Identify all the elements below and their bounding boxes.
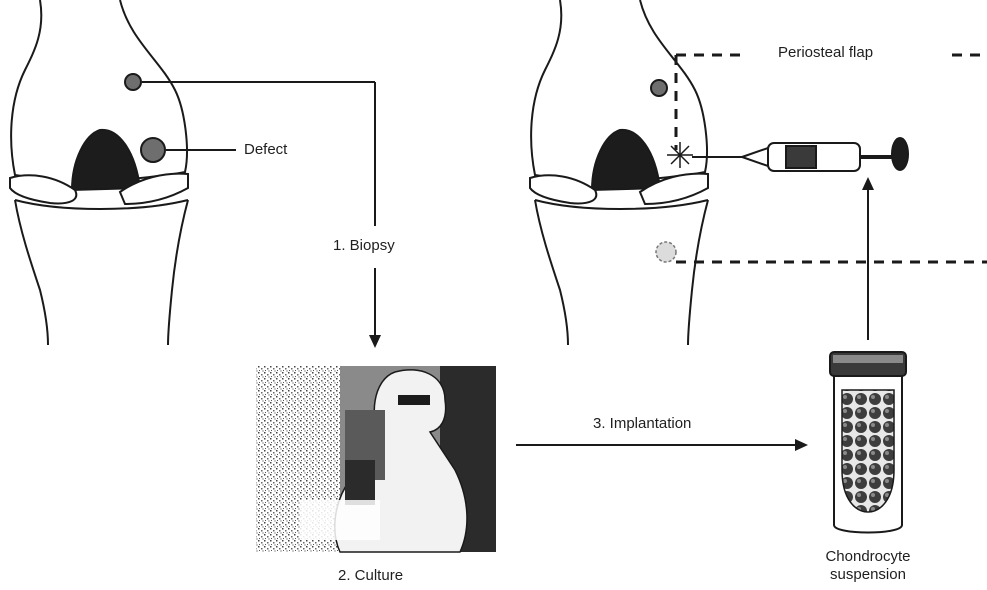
biopsy-label: 1. Biopsy — [333, 237, 395, 254]
implantation-arrowhead — [795, 439, 808, 451]
periosteal-flap-graft — [656, 242, 676, 262]
right-tibia — [535, 200, 708, 345]
right-small-defect — [651, 80, 667, 96]
left-tibia — [15, 200, 188, 345]
culture-photo — [256, 366, 496, 552]
left-knee-diagram — [10, 0, 188, 345]
vial-to-syringe-arrowhead — [862, 177, 874, 190]
vial-icon — [830, 352, 906, 533]
chondrocyte-label-line1: Chondrocyte — [808, 548, 928, 565]
syringe-icon — [692, 138, 908, 171]
left-defect — [141, 138, 165, 162]
culture-label: 2. Culture — [338, 567, 403, 584]
left-small-defect — [125, 74, 141, 90]
biopsy-arrowhead — [369, 335, 381, 348]
right-knee-diagram — [530, 0, 708, 345]
defect-label: Defect — [244, 141, 287, 158]
periosteal-flap-label: Periosteal flap — [778, 44, 873, 61]
chondrocyte-label-line2: suspension — [808, 566, 928, 583]
implantation-label: 3. Implantation — [593, 415, 691, 432]
